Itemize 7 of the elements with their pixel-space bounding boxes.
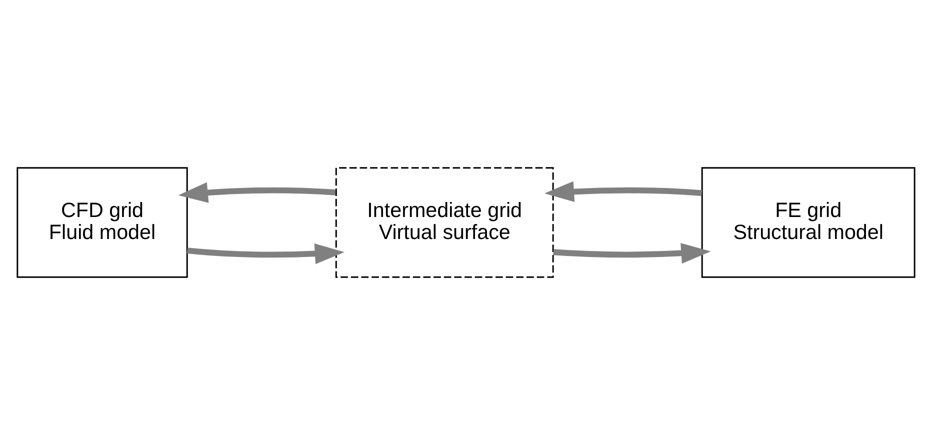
arrow [178, 182, 336, 202]
arrow [186, 242, 344, 264]
node-box: Intermediate grid Virtual surface [335, 166, 554, 278]
node-box: FE grid Structural model [701, 166, 916, 278]
arrow [544, 180, 702, 202]
node-box: CFD grid Fluid model [16, 166, 188, 278]
arrow [553, 242, 711, 264]
